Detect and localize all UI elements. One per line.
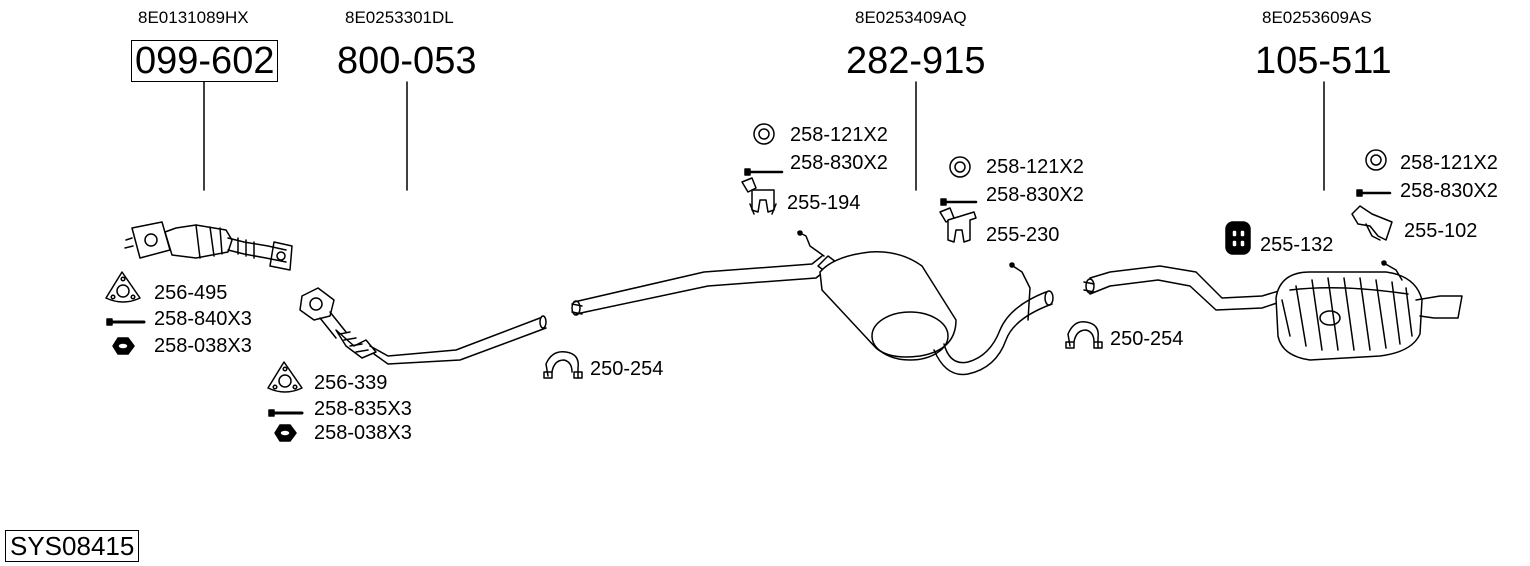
gasket-icon — [105, 271, 141, 303]
hanger-icon — [939, 207, 977, 243]
part-label-255-132[interactable]: 255-132 — [1260, 234, 1334, 256]
ring-icon — [753, 123, 775, 145]
clamp-icon — [1065, 321, 1103, 349]
part-label-258-840x3[interactable]: 258-840X3 — [154, 308, 252, 330]
bracket-icon — [1351, 205, 1393, 241]
bolt-icon — [106, 318, 146, 326]
part-label-256-339[interactable]: 256-339 — [314, 372, 388, 394]
part-label-258-830x2[interactable]: 258-830X2 — [1400, 180, 1498, 202]
clamp-icon — [543, 351, 583, 379]
oem-number: 8E0253609AS — [1262, 8, 1372, 27]
rubber-hanger-icon — [1225, 221, 1251, 255]
part-label-258-830x2[interactable]: 258-830X2 — [790, 152, 888, 174]
nut-icon — [274, 424, 297, 442]
part-label-258-038x3[interactable]: 258-038X3 — [314, 422, 412, 444]
bolt-icon — [268, 409, 304, 417]
ring-icon — [1365, 149, 1387, 171]
part-label-256-495[interactable]: 256-495 — [154, 282, 228, 304]
part-label-258-121x2[interactable]: 258-121X2 — [1400, 152, 1498, 174]
catalytic-converter-icon — [124, 221, 293, 271]
part-label-258-830x2[interactable]: 258-830X2 — [986, 184, 1084, 206]
nut-icon — [112, 337, 135, 355]
part-label-250-254[interactable]: 250-254 — [590, 358, 664, 380]
part-number-099-602[interactable]: 099-602 — [131, 40, 279, 82]
part-label-258-038x3[interactable]: 258-038X3 — [154, 335, 252, 357]
part-label-255-230[interactable]: 255-230 — [986, 224, 1060, 246]
oem-number: 8E0253409AQ — [855, 8, 967, 27]
front-pipe-icon — [299, 287, 547, 365]
bolt-icon — [1356, 189, 1392, 197]
part-label-255-102[interactable]: 255-102 — [1404, 220, 1478, 242]
part-label-250-254[interactable]: 250-254 — [1110, 328, 1184, 350]
bolt-icon — [940, 198, 978, 206]
part-label-255-194[interactable]: 255-194 — [787, 192, 861, 214]
centre-silencer-icon — [571, 230, 1054, 376]
system-code: SYS08415 — [5, 530, 140, 562]
part-number-282-915[interactable]: 282-915 — [846, 40, 986, 82]
part-label-258-121x2[interactable]: 258-121X2 — [790, 124, 888, 146]
hanger-icon — [741, 177, 777, 215]
part-number-800-053[interactable]: 800-053 — [337, 40, 477, 82]
oem-number: 8E0131089HX — [138, 8, 249, 27]
oem-number: 8E0253301DL — [345, 8, 454, 27]
ring-icon — [949, 156, 971, 178]
part-label-258-835x3[interactable]: 258-835X3 — [314, 398, 412, 420]
part-label-258-121x2[interactable]: 258-121X2 — [986, 156, 1084, 178]
rear-silencer-icon — [1083, 260, 1463, 361]
gasket-icon — [267, 361, 303, 393]
part-number-105-511[interactable]: 105-511 — [1255, 40, 1392, 82]
bolt-icon — [744, 168, 784, 176]
